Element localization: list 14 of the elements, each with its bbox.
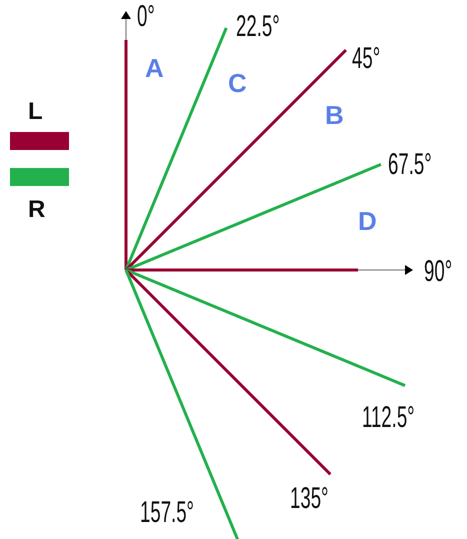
angle-label: 0° [137,2,155,32]
legend-label: L [28,100,43,124]
angle-label: 45° [352,44,380,74]
angle-label: 22.5° [236,12,280,42]
angle-label: 90° [424,257,452,287]
angle-label: 112.5° [362,403,415,433]
angle-label: 67.5° [388,150,432,180]
region-letter: D [358,208,377,234]
angle-label: 135° [290,484,328,514]
legend-label: R [28,198,46,222]
region-letter: B [325,102,344,128]
region-letter: C [228,70,247,96]
region-letter: A [145,55,164,81]
angle-label: 157.5° [140,498,194,528]
